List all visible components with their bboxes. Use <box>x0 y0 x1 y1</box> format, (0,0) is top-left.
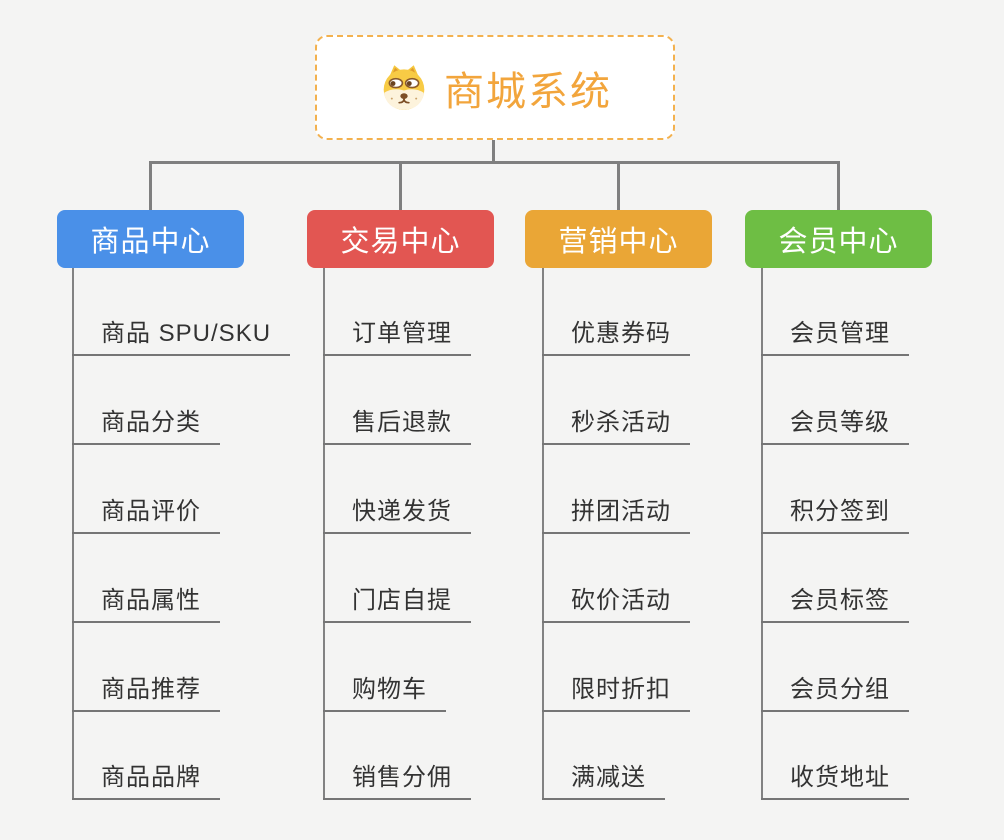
root-node-label: 商城系统 <box>444 69 612 114</box>
branch-column-marketing: 优惠券码 秒杀活动 拼团活动 砍价活动 限时折扣 满减送 <box>542 268 792 803</box>
leaf-node[interactable]: 积分签到 <box>761 488 909 534</box>
leaf-node[interactable]: 会员标签 <box>761 577 909 623</box>
shiba-dog-icon <box>383 64 425 110</box>
branch-drop-line-2 <box>399 163 402 210</box>
leaf-node[interactable]: 快递发货 <box>323 488 471 534</box>
leaf-node[interactable]: 门店自提 <box>323 577 471 623</box>
leaf-node[interactable]: 销售分佣 <box>323 754 471 800</box>
leaf-node[interactable]: 商品属性 <box>72 577 220 623</box>
leaf-node[interactable]: 限时折扣 <box>542 666 690 712</box>
leaf-node[interactable]: 砍价活动 <box>542 577 690 623</box>
branch-drop-line-3 <box>617 163 620 210</box>
branch-node-marketing-center[interactable]: 营销中心 <box>525 210 712 268</box>
leaf-node[interactable]: 会员分组 <box>761 666 909 712</box>
leaf-node[interactable]: 商品品牌 <box>72 754 220 800</box>
leaf-node[interactable]: 商品推荐 <box>72 666 220 712</box>
root-node-mall-system[interactable]: 商城系统 <box>315 35 675 140</box>
branch-node-member-center[interactable]: 会员中心 <box>745 210 932 268</box>
branch-drop-line-1 <box>149 163 152 210</box>
leaf-node[interactable]: 拼团活动 <box>542 488 690 534</box>
branch-node-product-center[interactable]: 商品中心 <box>57 210 244 268</box>
leaf-node[interactable]: 订单管理 <box>323 310 471 356</box>
leaf-node[interactable]: 售后退款 <box>323 399 471 445</box>
branch-column-member: 会员管理 会员等级 积分签到 会员标签 会员分组 收货地址 <box>761 268 1004 803</box>
leaf-node[interactable]: 秒杀活动 <box>542 399 690 445</box>
leaf-node[interactable]: 购物车 <box>323 666 446 712</box>
leaf-node[interactable]: 商品评价 <box>72 488 220 534</box>
branch-drop-line-4 <box>837 163 840 210</box>
leaf-node[interactable]: 满减送 <box>542 754 665 800</box>
leaf-node[interactable]: 会员管理 <box>761 310 909 356</box>
branch-column-trade: 订单管理 售后退款 快递发货 门店自提 购物车 销售分佣 <box>323 268 573 803</box>
branch-column-product: 商品 SPU/SKU 商品分类 商品评价 商品属性 商品推荐 商品品牌 <box>72 268 322 803</box>
branch-rail-line <box>149 161 840 164</box>
leaf-node[interactable]: 收货地址 <box>761 754 909 800</box>
leaf-node[interactable]: 商品分类 <box>72 399 220 445</box>
root-connector-stub <box>492 140 495 163</box>
leaf-node[interactable]: 会员等级 <box>761 399 909 445</box>
branch-node-trade-center[interactable]: 交易中心 <box>307 210 494 268</box>
leaf-node[interactable]: 商品 SPU/SKU <box>72 310 291 356</box>
leaf-node[interactable]: 优惠券码 <box>542 310 690 356</box>
